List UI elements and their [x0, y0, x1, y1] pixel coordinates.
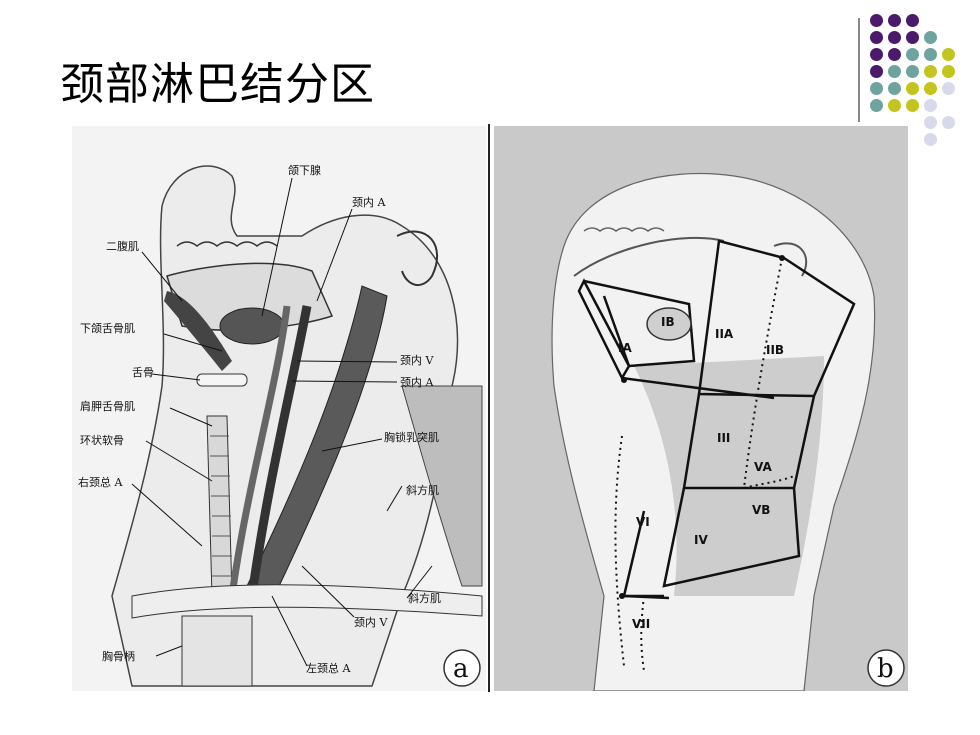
panel-a-letter: a — [453, 654, 469, 684]
decorative-dot — [906, 99, 919, 112]
decorative-dot — [888, 31, 901, 44]
label-cricoid: 环状软骨 — [80, 433, 124, 447]
label-hyoglossus: 下颌舌骨肌 — [80, 321, 135, 335]
label-omohyoid: 肩胛舌骨肌 — [80, 399, 135, 413]
gland-outline — [646, 307, 692, 341]
decorative-dot — [870, 65, 883, 78]
decorative-dot — [924, 48, 937, 61]
lymph-node-levels-diagram: IA IB IIA IIB III VA VB IV VI VII b — [551, 173, 905, 691]
decorative-dot — [870, 14, 883, 27]
zone-vi: VI — [636, 515, 650, 529]
zone-vii: VII — [632, 617, 650, 631]
zone-ib: IB — [661, 315, 675, 329]
decorative-dot — [942, 82, 955, 95]
decorative-dot — [870, 48, 883, 61]
level-boundaries — [577, 239, 856, 600]
zone-iv: IV — [694, 533, 708, 547]
teeth-outline — [583, 227, 665, 232]
label-internal-carotid-artery: 颈内 A — [352, 195, 386, 209]
decorative-dot — [906, 48, 919, 61]
zone-va: VA — [754, 460, 772, 474]
label-right-common-carotid: 右颈总 A — [78, 475, 123, 489]
decorative-dot — [888, 99, 901, 112]
digastric-muscle — [164, 291, 232, 371]
panel-a-letter-badge — [443, 649, 481, 687]
internal-jugular-vein — [247, 305, 312, 597]
title-divider — [858, 18, 860, 122]
label-hyoid: 舌骨 — [132, 366, 154, 379]
decorative-dot — [870, 31, 883, 44]
jaw-line — [573, 236, 725, 277]
label-submandibular-gland: 颌下腺 — [288, 163, 321, 177]
label-trapezius-upper: 斜方肌 — [406, 483, 439, 497]
decorative-dot — [888, 48, 901, 61]
decorative-dot-grid — [870, 14, 980, 164]
decorative-dot — [906, 31, 919, 44]
ear — [396, 230, 438, 286]
trapezius-muscle — [401, 385, 483, 587]
teeth — [176, 241, 278, 247]
zone-iii: III — [717, 431, 730, 445]
label-manubrium: 胸骨柄 — [102, 649, 135, 663]
submandibular-gland — [219, 307, 285, 345]
trachea — [206, 415, 233, 597]
decorative-dot — [888, 65, 901, 78]
decorative-dot — [924, 133, 937, 146]
decorative-dot — [924, 65, 937, 78]
decorative-dot — [942, 65, 955, 78]
decorative-dot — [942, 116, 955, 129]
decorative-dot — [924, 31, 937, 44]
decorative-dot — [924, 116, 937, 129]
label-sternocleidomastoid: 胸锁乳突肌 — [384, 430, 439, 444]
label-internal-carotid-artery-lower: 颈内 A — [400, 375, 434, 389]
decorative-dot — [888, 14, 901, 27]
panel-b-letter-badge — [867, 649, 905, 687]
label-digastric: 二腹肌 — [106, 239, 139, 253]
hyoid-bone — [196, 373, 248, 387]
lymph-node-levels-panel: IA IB IIA IIB III VA VB IV VI VII b — [494, 126, 908, 691]
decorative-dot — [906, 65, 919, 78]
decorative-dot — [888, 82, 901, 95]
dotted-boundaries — [614, 257, 795, 672]
neck-tissue — [634, 356, 824, 596]
decorative-dot — [906, 14, 919, 27]
decorative-dot — [924, 82, 937, 95]
anatomy-illustration-panel: 颌下腺 颈内 A 二腹肌 下颌舌骨肌 颈内 V 舌骨 颈内 A 肩胛舌骨肌 胸锁… — [72, 126, 486, 691]
label-left-common-carotid: 左颈总 A — [306, 661, 351, 675]
label-trapezius-lower: 斜方肌 — [408, 591, 441, 605]
decorative-dot — [924, 99, 937, 112]
decorative-dot — [870, 99, 883, 112]
zone-iib: IIB — [766, 343, 784, 357]
decorative-dot — [942, 48, 955, 61]
zone-ia: IA — [618, 341, 632, 355]
manubrium-bone — [181, 615, 253, 687]
zone-iia: IIA — [715, 327, 734, 341]
slide-title: 颈部淋巴结分区 — [60, 59, 375, 110]
internal-carotid-artery — [228, 305, 291, 597]
panel-divider — [488, 124, 490, 692]
anatomy-illustration: 颌下腺 颈内 A 二腹肌 下颌舌骨肌 颈内 V 舌骨 颈内 A 肩胛舌骨肌 胸锁… — [78, 163, 483, 687]
panel-b-letter: b — [877, 654, 894, 684]
decorative-dot — [906, 82, 919, 95]
zone-vb: VB — [752, 503, 770, 517]
label-leaders — [131, 177, 433, 667]
label-internal-jugular-vein-upper: 颈内 V — [400, 353, 434, 367]
decorative-dot — [870, 82, 883, 95]
clavicle — [131, 584, 483, 619]
label-internal-jugular-vein-lower: 颈内 V — [354, 615, 388, 629]
